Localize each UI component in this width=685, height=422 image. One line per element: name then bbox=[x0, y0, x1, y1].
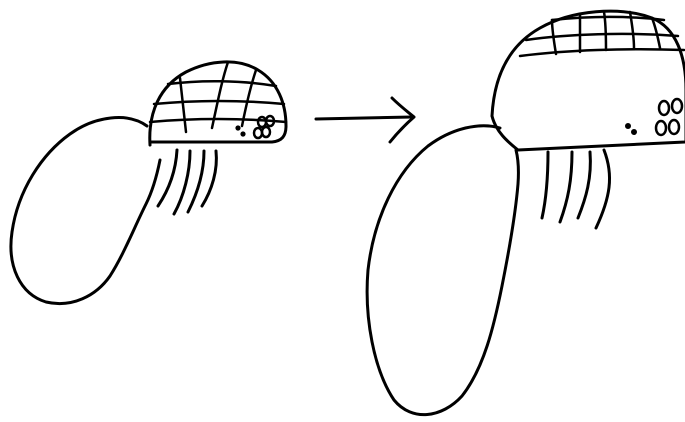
large-creature bbox=[367, 11, 685, 414]
small-creature-tentacles bbox=[158, 150, 216, 214]
small-creature bbox=[11, 62, 286, 304]
large-creature-head-grid bbox=[520, 12, 684, 56]
large-creature-eyes bbox=[625, 99, 682, 135]
arrow-right-icon bbox=[316, 98, 414, 142]
small-creature-body bbox=[11, 118, 160, 304]
large-creature-tentacles bbox=[542, 150, 610, 228]
large-creature-body bbox=[367, 126, 518, 415]
